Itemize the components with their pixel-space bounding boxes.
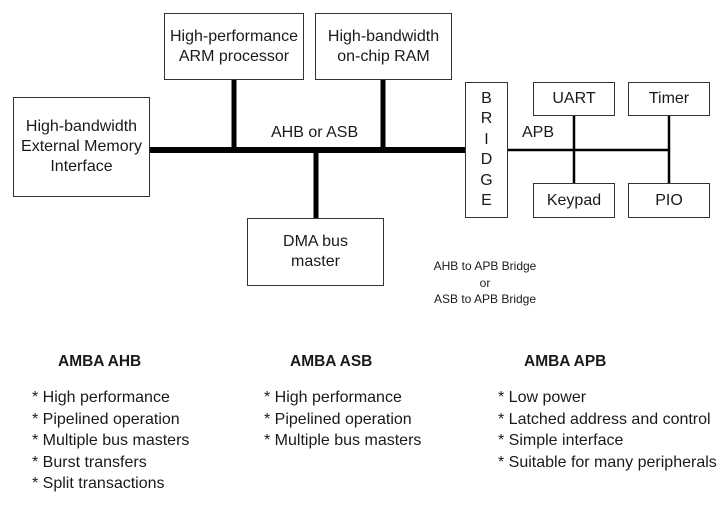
feature-item: * Split transactions [32,475,165,492]
pio-label: PIO [655,191,683,209]
feature-item: * Pipelined operation [32,410,180,428]
timer-block: Timer [628,82,710,116]
dma-master-block: DMA bus master [247,218,384,286]
onchip-ram-label: High-bandwidth on-chip RAM [327,27,440,65]
keypad-label: Keypad [546,191,602,209]
bridge-note-line: AHB to APB Bridge [433,259,537,273]
bridge-letter: G [480,171,493,189]
uart-block: UART [533,82,615,116]
timer-label: Timer [648,90,690,107]
dma-master-label: DMA bus master [283,233,348,270]
pio-block: PIO [628,183,710,218]
external-memory-block: High-bandwidth External Memory Interface [13,97,150,197]
uart-label: UART [552,90,596,107]
bridge-letter: B [481,89,492,107]
feature-item: * Burst transfers [32,453,147,471]
feature-item: * High performance [32,389,170,406]
external-memory-label: High-bandwidth External Memory Interface [21,118,142,175]
feature-item: * Low power [498,389,587,406]
ahb-features-title: AMBA AHB [58,353,142,370]
arm-processor-block: High-performance ARM processor [164,13,304,80]
asb-features-column: AMBA ASB * High performance * Pipelined … [264,353,421,452]
feature-item: * Simple interface [498,432,624,449]
feature-item: * Multiple bus masters [32,432,190,449]
feature-item: * High performance [264,389,402,406]
apb-bus-label: APB [522,124,555,141]
feature-item: * Latched address and control [498,410,711,428]
feature-item: * Pipelined operation [264,410,412,428]
bridge-letter: R [480,110,493,127]
bridge-note-line: or [479,275,491,290]
apb-features-column: AMBA APB * Low power * Latched address a… [498,353,717,473]
apb-features-title: AMBA APB [524,353,607,370]
keypad-block: Keypad [533,183,615,218]
feature-item: * Suitable for many peripherals [498,453,717,471]
bridge-block: B R I D G E [465,82,508,218]
asb-features-title: AMBA ASB [290,353,373,370]
onchip-ram-block: High-bandwidth on-chip RAM [315,13,452,80]
bridge-note: AHB to APB Bridge or ASB to APB Bridge [395,258,575,308]
ahb-asb-bus-label: AHB or ASB [271,124,359,141]
bridge-letter: D [480,151,493,168]
feature-item: * Multiple bus masters [264,432,422,449]
arm-processor-label: High-performance ARM processor [169,27,299,65]
bridge-letter: I [484,130,489,148]
bridge-note-line: ASB to APB Bridge [433,292,537,306]
bridge-letter: E [481,192,492,209]
ahb-features-column: AMBA AHB * High performance * Pipelined … [32,353,189,495]
